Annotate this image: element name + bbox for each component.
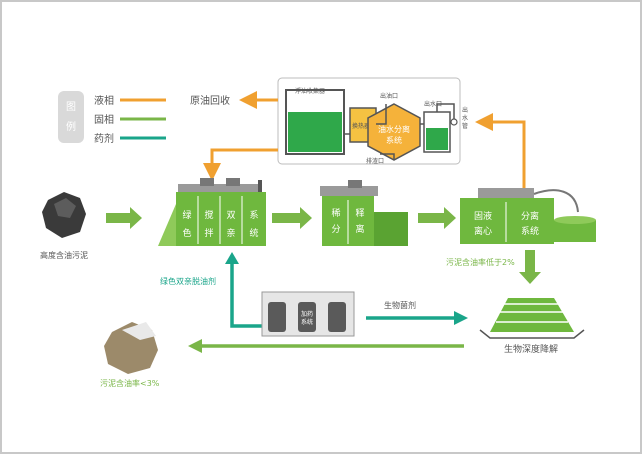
water-outlet-label: 出水口 bbox=[424, 100, 442, 108]
oil-water-separation-unit: 浮油收集器 换热器 油水分离 系统 出油口 出水口 排渣口 出 水 管 bbox=[277, 77, 468, 165]
legend-badge bbox=[58, 91, 84, 143]
dilution-char-3: 释 bbox=[355, 207, 364, 219]
dosing-label-1: 加药 bbox=[301, 310, 313, 318]
drain-outlet-label: 排渣口 bbox=[366, 157, 384, 165]
centrifuge-unit: 固液 离心 分离 系统 bbox=[460, 188, 596, 244]
legend: 图 例 液相 固相 药剂 bbox=[58, 91, 166, 145]
bio-degradation-pile: 生物深度降解 bbox=[479, 298, 585, 355]
legend-label-solid: 固相 bbox=[94, 113, 114, 126]
legend-label-liquid: 液相 bbox=[94, 94, 114, 107]
wash-unit-stairs bbox=[158, 204, 176, 246]
dosing-tank-2 bbox=[298, 302, 316, 332]
oil-rate-after-centrifuge: 污泥含油率低于2% bbox=[446, 257, 515, 267]
wash-char-7: 系 bbox=[249, 210, 258, 221]
wash-char-8: 统 bbox=[249, 227, 258, 239]
dosing-label-2: 系统 bbox=[301, 318, 313, 326]
bio-degradation-label: 生物深度降解 bbox=[504, 343, 558, 355]
valve-icon bbox=[450, 118, 458, 126]
wash-char-1: 绿 bbox=[182, 209, 191, 221]
collector-liquid bbox=[288, 112, 342, 152]
arrow-dilution-to-centrifuge bbox=[418, 207, 456, 229]
dilution-char-2: 分 bbox=[331, 224, 340, 235]
centrifuge-line-1: 固液 bbox=[474, 210, 492, 222]
wash-char-3: 搅 bbox=[204, 209, 213, 221]
wash-char-4: 拌 bbox=[204, 227, 213, 239]
separation-label-line2: 系统 bbox=[386, 135, 402, 145]
dilution-char-1: 稀 bbox=[331, 207, 340, 219]
dosing-tank-1 bbox=[268, 302, 286, 332]
wash-char-6: 亲 bbox=[226, 227, 235, 239]
sludge-highlight bbox=[54, 198, 76, 218]
separation-label-line1: 油水分离 bbox=[378, 124, 410, 134]
dilution-separation-unit: 稀 分 系 释 离 统 bbox=[320, 180, 408, 246]
centrifuge-line-2: 离心 bbox=[474, 225, 492, 237]
pipe-oil-outlet bbox=[376, 104, 387, 125]
dilution-unit-tank bbox=[374, 212, 408, 246]
treated-sludge: 污泥含油率<3% bbox=[100, 322, 160, 388]
reflux-char-2: 水 bbox=[462, 114, 468, 122]
wash-unit-motor-1 bbox=[200, 178, 214, 186]
centrifuge-line-4: 系统 bbox=[521, 225, 539, 237]
input-sludge-label: 高度含油污泥 bbox=[40, 250, 88, 260]
unit-outline bbox=[277, 77, 461, 165]
crude-recovery-label: 原油回收 bbox=[190, 94, 230, 107]
arrow-return-to-wash bbox=[203, 148, 278, 181]
dilution-unit-top bbox=[320, 186, 378, 196]
pipe-drain bbox=[380, 153, 395, 160]
bio-agent-arrowhead bbox=[454, 311, 468, 325]
wash-unit-pipe bbox=[258, 180, 262, 198]
water-tank-liquid bbox=[426, 128, 448, 150]
reagent-label: 绿色双亲脱油剂 bbox=[160, 276, 216, 286]
wash-unit-motor-2 bbox=[226, 178, 240, 186]
legend-label-reagent: 药剂 bbox=[94, 132, 114, 145]
arrow-input-to-wash bbox=[106, 207, 142, 229]
wash-char-5: 双 bbox=[226, 210, 235, 221]
dilution-char-4: 离 bbox=[355, 223, 364, 235]
wash-stirring-unit: 绿 色 搅 拌 双 亲 系 统 bbox=[158, 178, 266, 246]
reagent-arrowhead bbox=[225, 252, 239, 264]
dosing-system: 加药 系统 bbox=[261, 291, 355, 337]
heat-exchanger-label: 换热器 bbox=[352, 122, 370, 130]
centrifuge-top bbox=[478, 188, 534, 198]
dosing-tank-3 bbox=[328, 302, 346, 332]
legend-title-char-1: 图 bbox=[66, 101, 76, 113]
pipe-water-outlet bbox=[436, 103, 455, 120]
reagent-line bbox=[230, 262, 268, 328]
arrow-centrifuge-to-bio bbox=[519, 250, 541, 284]
final-oil-rate-label: 污泥含油率<3% bbox=[100, 378, 160, 388]
reflux-char-1: 出 bbox=[462, 106, 468, 114]
input-sludge: 高度含油污泥 bbox=[40, 192, 88, 260]
arrow-centrifuge-to-separation bbox=[475, 113, 526, 190]
arrow-output-head bbox=[188, 339, 202, 353]
wash-unit-top bbox=[178, 184, 262, 192]
centrifuge-line-3: 分离 bbox=[521, 210, 539, 222]
floating-collector-label: 浮油收集器 bbox=[295, 87, 325, 95]
arrow-wash-to-dilution bbox=[272, 207, 312, 229]
centrifuge-tank bbox=[554, 220, 596, 242]
bio-pile bbox=[490, 298, 574, 332]
legend-title-char-2: 例 bbox=[66, 120, 76, 133]
sludge-bag bbox=[122, 322, 156, 340]
wash-unit-body bbox=[176, 192, 266, 246]
oil-outlet-label: 出油口 bbox=[380, 92, 398, 100]
centrifuge-body bbox=[460, 198, 554, 244]
bio-agent-label: 生物菌剂 bbox=[384, 300, 416, 310]
wash-char-2: 色 bbox=[182, 227, 191, 239]
reflux-char-3: 管 bbox=[462, 122, 468, 130]
